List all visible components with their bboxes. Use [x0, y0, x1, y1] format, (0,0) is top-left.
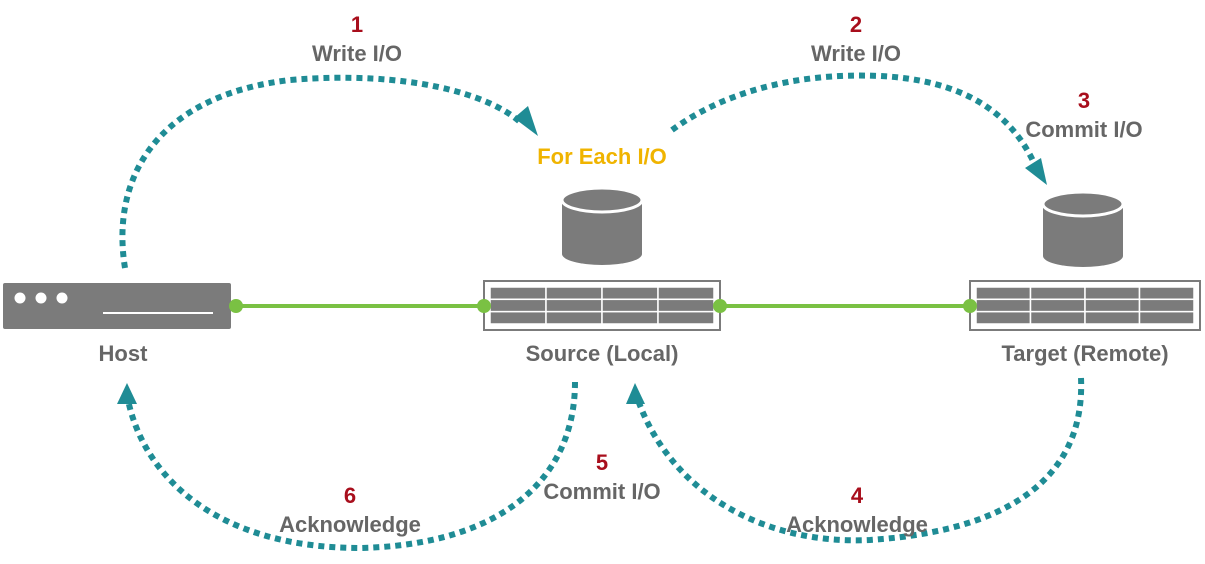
arrowhead-step-3	[1025, 158, 1047, 185]
step-2-number: 2	[850, 12, 862, 37]
step-6-number: 6	[344, 483, 356, 508]
drive-slot	[1138, 286, 1195, 301]
drive-slot	[1138, 310, 1195, 325]
drive-slot	[657, 310, 715, 325]
arc-step-4	[635, 377, 1085, 544]
step-1-label: Write I/O	[312, 41, 402, 66]
arrowhead-step-6	[117, 383, 137, 404]
drive-slot	[545, 286, 603, 301]
drive-slot	[545, 310, 603, 325]
step-2-label: Write I/O	[811, 41, 901, 66]
arrowhead-step-4	[626, 383, 645, 404]
for-each-io-label: For Each I/O	[537, 144, 667, 169]
source-database-icon	[560, 186, 644, 265]
step-4-label: Acknowledge	[786, 512, 928, 537]
drive-slot	[601, 310, 659, 325]
step-3-number: 3	[1078, 88, 1090, 113]
drive-slot	[657, 286, 715, 301]
drive-slot	[975, 310, 1032, 325]
link-dot-host	[229, 299, 243, 313]
drive-slot	[1029, 310, 1086, 325]
source-storage-array-icon	[483, 280, 721, 331]
drive-slot	[601, 286, 659, 301]
arrowhead-step-1	[514, 106, 538, 136]
drive-slot	[1084, 286, 1141, 301]
step-6-label: Acknowledge	[279, 512, 421, 537]
drive-slot	[545, 298, 603, 313]
arc-step-2-3	[670, 72, 1038, 167]
drive-slot	[601, 298, 659, 313]
drive-slot	[489, 310, 547, 325]
drive-slot	[1029, 298, 1086, 313]
step-5-label: Commit I/O	[543, 479, 660, 504]
step-1-number: 1	[351, 12, 363, 37]
drive-slot	[975, 286, 1032, 301]
drive-slot	[657, 298, 715, 313]
drive-slot	[1084, 298, 1141, 313]
target-database-icon	[1041, 190, 1125, 267]
drive-slot	[975, 298, 1032, 313]
step-4-number: 4	[851, 483, 864, 508]
drive-slot	[1138, 298, 1195, 313]
drive-slot	[489, 298, 547, 313]
link-dot-source-right	[713, 299, 727, 313]
step-5-number: 5	[596, 450, 608, 475]
target-label: Target (Remote)	[1001, 341, 1168, 366]
drive-slot	[489, 286, 547, 301]
arc-step-1	[119, 74, 523, 269]
drive-slot	[1084, 310, 1141, 325]
host-server-icon	[3, 283, 231, 329]
host-label: Host	[99, 341, 149, 366]
link-dot-target	[963, 299, 977, 313]
drive-slot	[1029, 286, 1086, 301]
link-dot-source-left	[477, 299, 491, 313]
step-3-label: Commit I/O	[1025, 117, 1142, 142]
target-storage-array-icon	[969, 280, 1201, 331]
source-label: Source (Local)	[526, 341, 679, 366]
